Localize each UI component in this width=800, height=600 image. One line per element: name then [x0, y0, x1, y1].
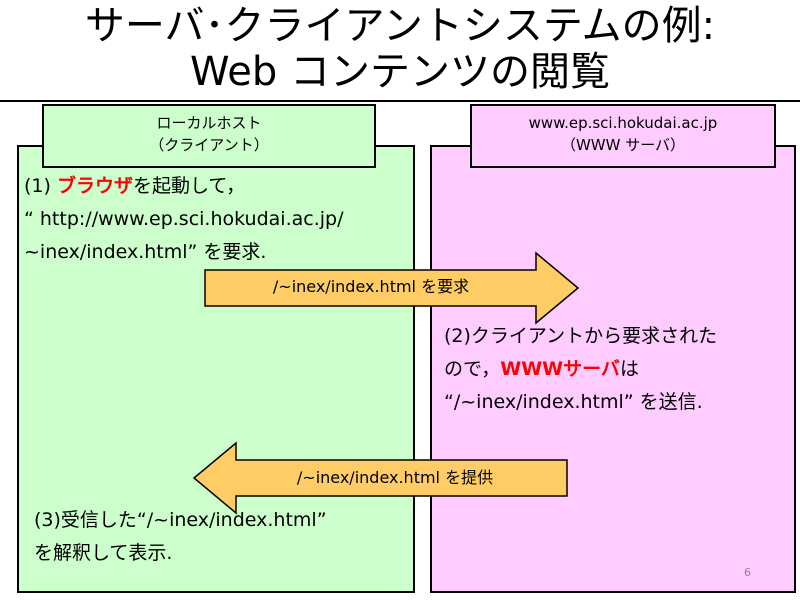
page-number: 6: [744, 566, 751, 579]
step1-prefix: (1): [24, 175, 57, 197]
client-label-name: ローカルホスト: [156, 114, 262, 132]
server-label-host: www.ep.sci.hokudai.ac.jp: [528, 114, 718, 132]
server-label-role: （WWW サーバ）: [560, 136, 686, 154]
slide-title: サーバ･クライアントシステムの例:: [84, 3, 716, 49]
request-arrow-label: /~inex/index.html を要求: [272, 277, 470, 296]
request-arrow: [204, 251, 580, 325]
step2-suffix: は: [619, 358, 639, 380]
step1-line2: “ http://www.ep.sci.hokudai.ac.jp/: [24, 208, 344, 230]
provide-arrow: [192, 441, 568, 515]
provide-arrow-label: /~inex/index.html を提供: [296, 468, 494, 487]
slide-subtitle: Web コンテンツの閲覧: [190, 49, 610, 95]
step1-suffix: を起動して，: [132, 175, 246, 197]
title-divider: [0, 100, 800, 102]
step2-prefix: ので，: [444, 358, 501, 380]
browser-highlight: ブラウザ: [56, 175, 133, 197]
step1-line3: ~inex/index.html” を要求.: [24, 241, 267, 263]
step2-line3: “/~inex/index.html” を送信.: [444, 391, 703, 413]
step2-line1: (2)クライアントから要求された: [444, 325, 718, 347]
step3-text: (3)受信した“/~inex/index.html” を解釈して表示.: [34, 504, 327, 570]
client-panel: [17, 145, 415, 593]
step3-line2: を解釈して表示.: [34, 542, 173, 564]
step2-text: (2)クライアントから要求された ので，WWWサーバは “/~inex/inde…: [444, 320, 717, 419]
step1-text: (1) ブラウザを起動して， “ http://www.ep.sci.hokud…: [24, 170, 343, 269]
step1-line1: (1) ブラウザを起動して，: [24, 170, 343, 203]
client-label-role: （クライアント）: [149, 136, 269, 154]
step2-line2: ので，WWWサーバは: [444, 353, 717, 386]
client-label-box: ローカルホスト （クライアント）: [42, 104, 376, 168]
step3-line1: (3)受信した“/~inex/index.html”: [34, 509, 327, 531]
www-server-highlight: WWWサーバ: [500, 358, 620, 380]
server-label-box: www.ep.sci.hokudai.ac.jp （WWW サーバ）: [470, 104, 776, 168]
